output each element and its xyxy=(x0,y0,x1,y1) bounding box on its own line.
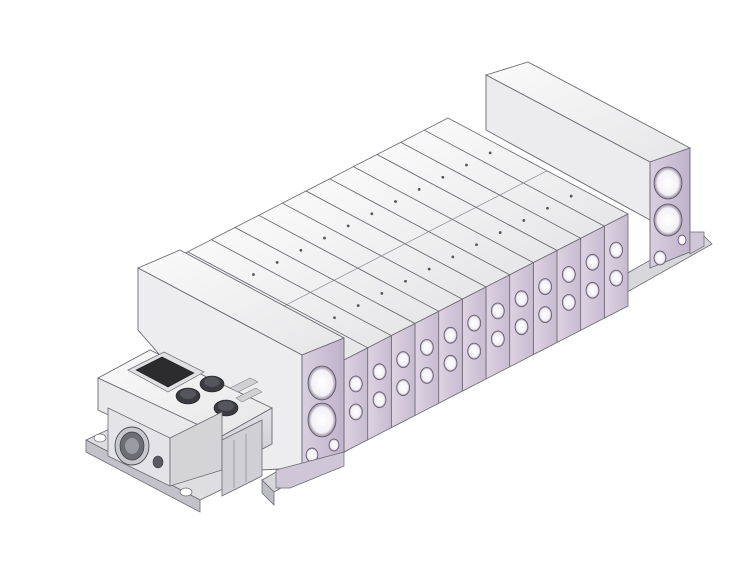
valve-port-face xyxy=(414,310,440,417)
end-port-hole xyxy=(307,402,337,438)
valve-station xyxy=(210,227,416,429)
port-hole xyxy=(585,253,600,271)
serial-interface-unit xyxy=(85,349,273,513)
valve-port-face xyxy=(461,286,487,392)
port-hole xyxy=(396,379,411,396)
valve-port-face xyxy=(438,298,463,404)
port-hole xyxy=(490,302,505,320)
valve-port-face xyxy=(343,347,369,453)
port-hole xyxy=(467,342,482,360)
port-hole xyxy=(396,351,411,368)
port-hole xyxy=(538,278,553,295)
valve-station xyxy=(257,202,464,404)
end-port-hole xyxy=(307,365,337,401)
port-hole xyxy=(419,339,434,356)
valve-port-face xyxy=(580,225,605,331)
port-hole xyxy=(538,306,553,323)
port-hole xyxy=(372,391,387,409)
port-hole xyxy=(585,281,600,299)
valve-station xyxy=(399,129,606,331)
valve-station xyxy=(328,166,535,368)
port-hole xyxy=(348,403,363,421)
port-hole xyxy=(514,318,529,336)
lcd-display-icon xyxy=(135,356,195,388)
port-hole xyxy=(443,326,458,344)
port-hole xyxy=(372,363,387,381)
m12-connector-icon xyxy=(213,399,239,417)
valve-station xyxy=(234,214,440,417)
port-hole xyxy=(609,269,624,287)
valve-station xyxy=(186,239,393,441)
port-hole xyxy=(561,294,576,311)
valve-port-face xyxy=(485,274,511,380)
port-hole xyxy=(443,354,458,372)
valve-port-face xyxy=(509,262,534,368)
valve-port-face xyxy=(603,213,629,319)
valve-station xyxy=(352,154,558,356)
valve-port-face xyxy=(367,335,392,441)
valve-port-face xyxy=(532,249,558,356)
circular-power-connector-icon xyxy=(114,426,150,466)
valve-port-face xyxy=(556,237,582,344)
valve-station xyxy=(376,141,582,344)
port-hole xyxy=(514,290,529,308)
port-hole xyxy=(561,266,576,283)
port-hole xyxy=(490,330,505,348)
valve-station xyxy=(423,117,629,319)
m12-connector-icon xyxy=(199,375,225,393)
end-port-hole xyxy=(653,166,683,200)
port-hole xyxy=(419,367,434,384)
port-hole xyxy=(609,241,624,259)
valve-port-face xyxy=(390,322,416,429)
right-end-plate xyxy=(484,61,705,269)
port-hole xyxy=(348,375,363,393)
valve-station xyxy=(281,190,487,392)
end-port-hole xyxy=(653,203,683,237)
m12-connector-icon xyxy=(175,387,201,405)
port-hole xyxy=(467,314,482,332)
